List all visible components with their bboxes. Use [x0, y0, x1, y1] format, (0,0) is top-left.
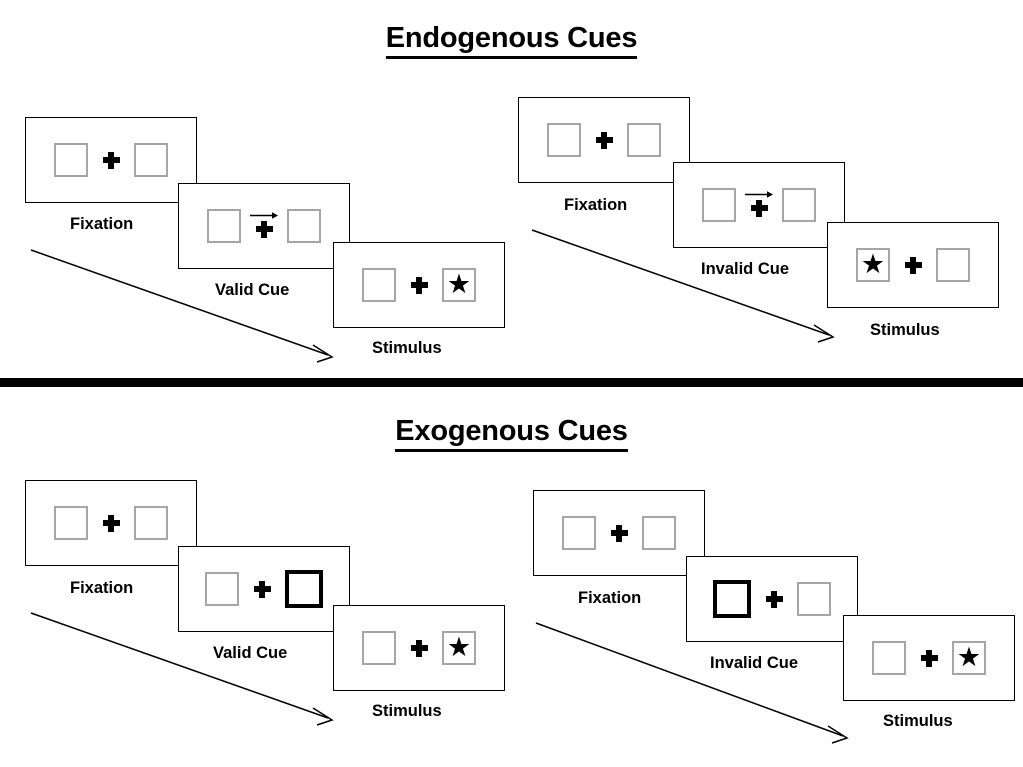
stim-box-right: [642, 516, 676, 550]
arrow-right-icon: [745, 190, 773, 198]
caption-endogenous-valid-stimulus: Stimulus: [372, 339, 442, 357]
trial-group-endogenous-invalid: Fixation Invalid Cue ★: [505, 0, 1023, 380]
caption-exogenous-valid-stimulus: Stimulus: [372, 702, 442, 720]
fixation-cross-icon: [102, 151, 120, 169]
stim-box-right-target: ★: [442, 631, 476, 665]
stim-box-right: [782, 188, 816, 222]
fixation-center: [751, 590, 797, 608]
time-arrow-exogenous-valid: [30, 612, 334, 726]
cue-center: [736, 190, 782, 217]
section-divider: [0, 378, 1023, 387]
stim-box-left: [362, 268, 396, 302]
panel-endogenous-valid-stimulus: ★: [333, 242, 505, 328]
panel-endogenous-valid-fixation: [25, 117, 197, 203]
stim-box-right-cued: [285, 570, 323, 608]
stim-box-right: [287, 209, 321, 243]
panel-exogenous-invalid-cue: [686, 556, 858, 642]
arrow-right-icon: [250, 211, 278, 219]
section-title-endogenous-text: Endogenous Cues: [385, 22, 637, 59]
fixation-center: [88, 151, 134, 169]
caption-exogenous-invalid-cue: Invalid Cue: [710, 654, 799, 672]
time-arrow-endogenous-invalid: [531, 229, 835, 343]
caption-exogenous-invalid-fixation: Fixation: [578, 589, 642, 607]
panel-exogenous-invalid-fixation: [533, 490, 705, 576]
panel-exogenous-invalid-stimulus: ★: [843, 615, 1015, 701]
panel-exogenous-valid-stimulus: ★: [333, 605, 505, 691]
panel-endogenous-invalid-stimulus: ★: [827, 222, 999, 308]
stim-box-right: [797, 582, 831, 616]
caption-exogenous-invalid-stimulus: Stimulus: [883, 712, 953, 730]
stim-box-left: [205, 572, 239, 606]
caption-endogenous-invalid-stimulus: Stimulus: [870, 321, 940, 339]
stim-box-right: [134, 143, 168, 177]
star-icon: ★: [446, 631, 472, 662]
caption-endogenous-invalid-cue: Invalid Cue: [701, 260, 790, 278]
cue-center: [241, 211, 287, 238]
panel-endogenous-valid-cue: [178, 183, 350, 269]
stim-box-right-target: ★: [442, 268, 476, 302]
fixation-cross-icon: [765, 590, 783, 608]
stim-box-left: [362, 631, 396, 665]
fixation-cross-icon: [102, 514, 120, 532]
fixation-cross-icon: [410, 639, 428, 657]
fixation-center: [396, 276, 442, 294]
stim-box-right: [936, 248, 970, 282]
stim-box-left-target: ★: [856, 248, 890, 282]
fixation-cross-icon: [610, 524, 628, 542]
stim-box-left: [207, 209, 241, 243]
stim-box-right: [134, 506, 168, 540]
star-icon: ★: [446, 268, 472, 299]
caption-endogenous-valid-fixation: Fixation: [70, 215, 134, 233]
panel-endogenous-invalid-fixation: [518, 97, 690, 183]
fixation-center: [596, 524, 642, 542]
stim-box-left: [54, 143, 88, 177]
caption-endogenous-valid-cue: Valid Cue: [215, 281, 290, 299]
fixation-cross-icon: [253, 580, 271, 598]
fixation-cross-icon: [595, 131, 613, 149]
star-icon: ★: [956, 641, 982, 672]
fixation-center: [88, 514, 134, 532]
stim-box-right: [627, 123, 661, 157]
trial-group-exogenous-invalid: Fixation Invalid Cue ★: [505, 390, 1023, 767]
caption-exogenous-valid-fixation: Fixation: [70, 579, 134, 597]
stim-box-left: [562, 516, 596, 550]
panel-exogenous-valid-fixation: [25, 480, 197, 566]
fixation-center: [396, 639, 442, 657]
fixation-cross-icon: [750, 199, 768, 217]
fixation-cross-icon: [920, 649, 938, 667]
fixation-cross-icon: [904, 256, 922, 274]
time-arrow-exogenous-invalid: [535, 622, 849, 744]
star-icon: ★: [860, 248, 886, 279]
trial-group-exogenous-valid: Fixation Valid Cue ★: [0, 390, 520, 767]
stim-box-left-cued: [713, 580, 751, 618]
caption-endogenous-invalid-fixation: Fixation: [564, 196, 628, 214]
section-title-endogenous: Endogenous Cues: [0, 22, 1023, 59]
panel-endogenous-invalid-cue: [673, 162, 845, 248]
stim-box-left: [54, 506, 88, 540]
time-arrow-endogenous-valid: [30, 249, 334, 363]
stim-box-left: [702, 188, 736, 222]
stim-box-left: [872, 641, 906, 675]
fixation-center: [906, 649, 952, 667]
stim-box-left: [547, 123, 581, 157]
stim-box-right-target: ★: [952, 641, 986, 675]
section-title-exogenous-text: Exogenous Cues: [395, 415, 628, 452]
caption-exogenous-valid-cue: Valid Cue: [213, 644, 288, 662]
fixation-cross-icon: [410, 276, 428, 294]
fixation-center: [890, 256, 936, 274]
section-title-exogenous: Exogenous Cues: [0, 415, 1023, 452]
fixation-center: [581, 131, 627, 149]
fixation-cross-icon: [255, 220, 273, 238]
trial-group-endogenous-valid: Fixation Valid Cue: [0, 0, 520, 380]
fixation-center: [239, 580, 285, 598]
panel-exogenous-valid-cue: [178, 546, 350, 632]
